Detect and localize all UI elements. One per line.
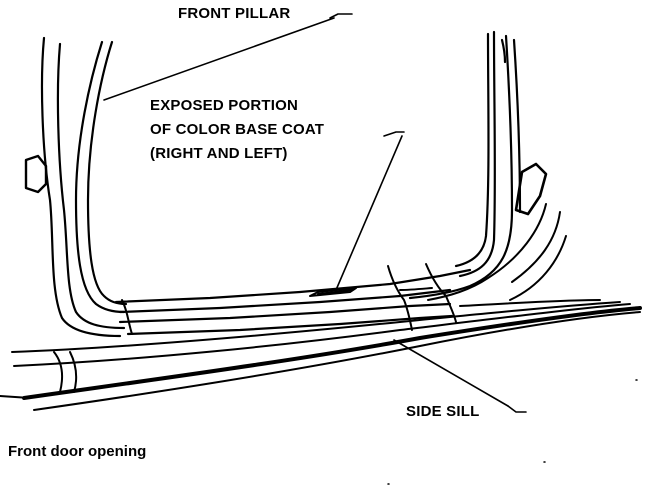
scan-specks	[387, 379, 638, 485]
leader-lines	[103, 13, 527, 413]
exposed-portion-label-line3: (RIGHT AND LEFT)	[150, 145, 288, 162]
side-sill-leader-long	[393, 339, 509, 407]
front-pillar-leader	[329, 13, 353, 19]
exposed-portion-label-line1: EXPOSED PORTION	[150, 97, 299, 114]
right-bracket	[514, 162, 548, 216]
front-pillar-label: FRONT PILLAR	[178, 5, 291, 22]
side-sill-leader	[507, 405, 527, 413]
front-pillar-leader-long	[103, 17, 335, 101]
front-pillar-outline	[40, 36, 128, 338]
figure-caption: Front door opening	[8, 443, 147, 460]
sill-rails	[114, 268, 472, 336]
side-sill-label: SIDE SILL	[406, 403, 480, 420]
exposed-leader	[383, 131, 405, 137]
side-sill-panel	[0, 301, 642, 411]
exposed-base-coat-area	[309, 287, 357, 297]
exposed-portion-label-line2: OF COLOR BASE COAT	[150, 121, 325, 138]
rear-pillar-outline	[408, 30, 522, 300]
rear-body-lines	[427, 203, 601, 307]
left-bracket	[24, 154, 48, 194]
exposed-leader-long	[335, 135, 403, 291]
